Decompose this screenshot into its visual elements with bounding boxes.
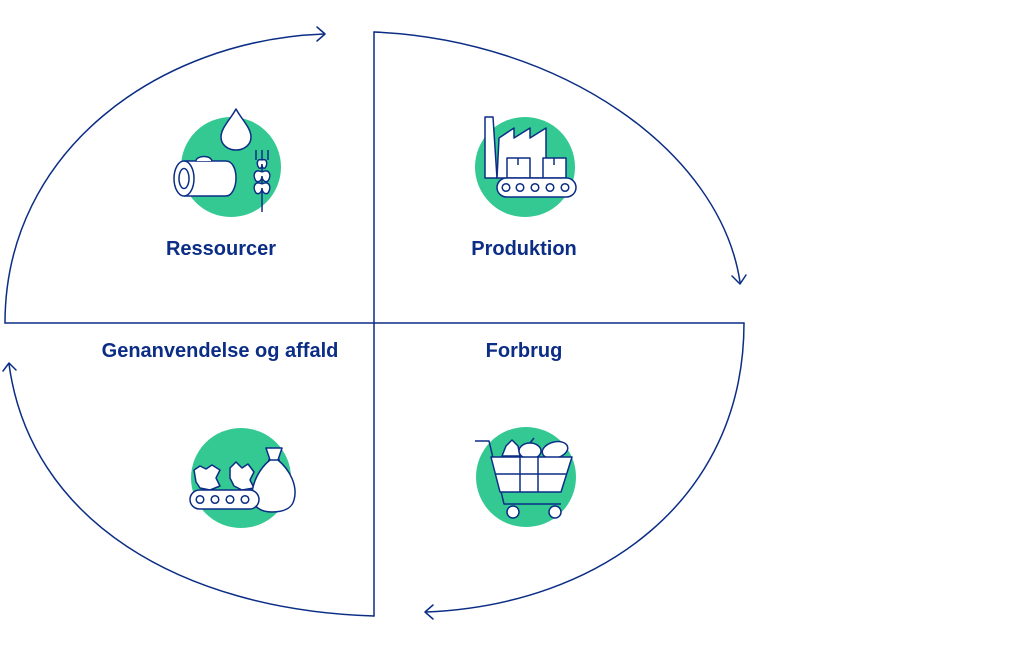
label-ressourcer: Ressourcer	[165, 238, 277, 260]
cycle-arc-bottom-left	[8, 363, 375, 617]
cycle-arc-bottom-right	[425, 322, 745, 613]
arrow-head-icon	[2, 362, 17, 372]
cycle-arc-top-left	[4, 33, 325, 324]
label-produktion: Produktion	[471, 238, 577, 260]
arrow-head-icon	[731, 274, 747, 285]
factory-icon	[475, 116, 577, 217]
arrow-head-icon	[424, 604, 434, 620]
resources-icon	[173, 108, 281, 217]
recycling-conveyor-icon	[189, 428, 296, 528]
label-forbrug: Forbrug	[485, 340, 563, 362]
cycle-arc-top-right	[373, 31, 741, 283]
arrow-head-icon	[316, 26, 326, 42]
shopping-cart-icon	[475, 427, 576, 527]
label-genanvendelse-og-affald: Genanvendelse og affald	[101, 340, 339, 362]
